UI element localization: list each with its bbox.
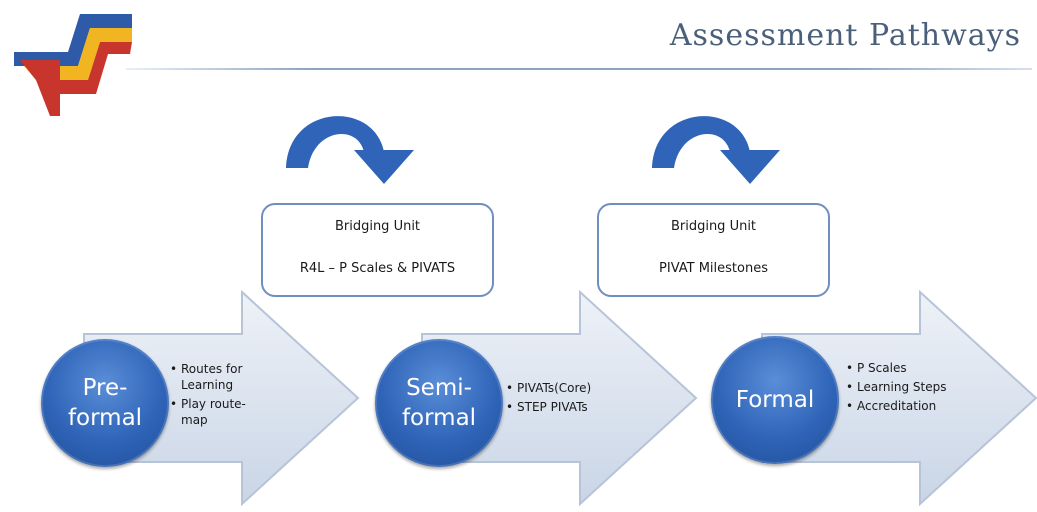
stage-circle-formal: Formal bbox=[711, 336, 839, 464]
bridging-unit-subtitle: PIVAT Milestones bbox=[659, 261, 768, 276]
title-divider bbox=[126, 68, 1032, 70]
bridging-unit-title: Bridging Unit bbox=[334, 219, 421, 234]
list-item: Routes for Learning bbox=[170, 361, 270, 393]
list-item: Learning Steps bbox=[846, 379, 971, 395]
stage-bullet-list: P Scales Learning Steps Accreditation bbox=[846, 360, 971, 417]
stage-circle-semiformal: Semi- formal bbox=[375, 339, 503, 467]
list-item: STEP PIVATs bbox=[506, 399, 626, 415]
bridging-unit-box: Bridging Unit PIVAT Milestones bbox=[597, 203, 830, 297]
bridging-unit-title: Bridging Unit bbox=[670, 219, 757, 234]
stage-bullet-list: Routes for Learning Play route-map bbox=[170, 361, 270, 431]
bridging-unit-box: Bridging Unit R4L – P Scales & PIVATS bbox=[261, 203, 494, 297]
stage-circle-preformal: Pre- formal bbox=[41, 339, 169, 467]
list-item: PIVATs(Core) bbox=[506, 380, 626, 396]
curved-arrow-icon bbox=[652, 116, 780, 184]
list-item: Play route-map bbox=[170, 396, 270, 428]
school-logo bbox=[14, 14, 132, 116]
bridging-unit-subtitle: R4L – P Scales & PIVATS bbox=[299, 261, 456, 276]
stage-bullet-list: PIVATs(Core) STEP PIVATs bbox=[506, 380, 626, 418]
list-item: Accreditation bbox=[846, 398, 971, 414]
page-title: Assessment Pathways bbox=[669, 18, 1021, 53]
list-item: P Scales bbox=[846, 360, 971, 376]
curved-arrow-icon bbox=[286, 116, 414, 184]
